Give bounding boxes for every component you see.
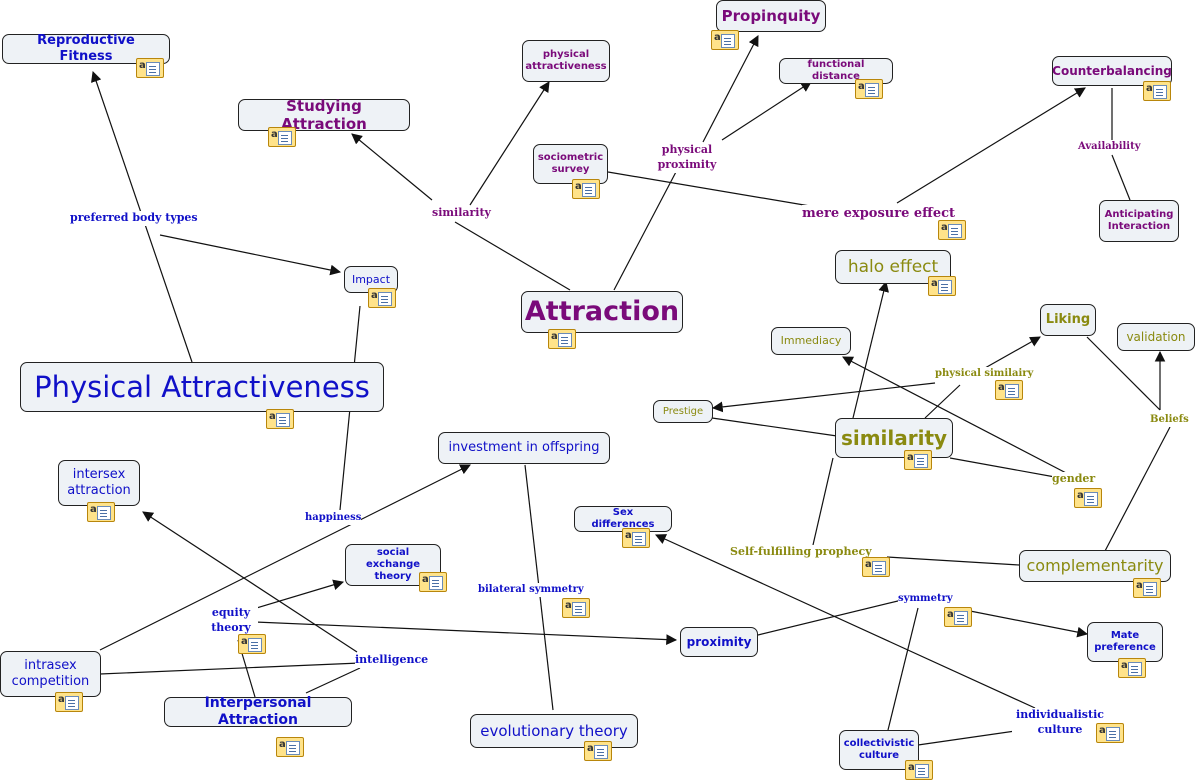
label-gender: gender xyxy=(1052,472,1096,487)
note-icon[interactable]: a xyxy=(1118,658,1146,678)
label-individualistic-culture: individualistic culture xyxy=(1012,708,1108,738)
note-icon[interactable]: a xyxy=(928,276,956,296)
note-icon[interactable]: a xyxy=(584,741,612,761)
node-investment-in-offspring[interactable]: investment in offspring xyxy=(438,432,610,464)
note-icon[interactable]: a xyxy=(938,220,966,240)
label-symmetry: symmetry xyxy=(898,592,953,606)
note-icon[interactable]: a xyxy=(904,450,932,470)
node-proximity[interactable]: proximity xyxy=(680,627,758,657)
note-icon[interactable]: a xyxy=(136,58,164,78)
node-validation[interactable]: validation xyxy=(1117,323,1195,351)
note-icon[interactable]: a xyxy=(1133,578,1161,598)
note-icon[interactable]: a xyxy=(562,598,590,618)
node-collectivistic-culture[interactable]: collectivistic culture xyxy=(839,730,919,770)
label-physical-proximity: physical proximity xyxy=(656,143,718,173)
node-physical-attractiveness[interactable]: Physical Attractiveness xyxy=(20,362,384,412)
note-icon[interactable]: a xyxy=(266,409,294,429)
note-icon[interactable]: a xyxy=(268,127,296,147)
node-attraction[interactable]: Attraction xyxy=(521,291,683,333)
node-functional-distance[interactable]: functional distance xyxy=(779,58,893,84)
label-availability: Availability xyxy=(1078,140,1141,154)
node-immediacy[interactable]: Immediacy xyxy=(771,327,851,355)
label-happiness: happiness xyxy=(305,511,362,525)
node-sociometric-survey[interactable]: sociometric survey xyxy=(533,144,608,184)
note-icon[interactable]: a xyxy=(855,79,883,99)
node-intrasex-competition[interactable]: intrasex competition xyxy=(0,651,101,697)
label-physical-similarity: physical similairy xyxy=(935,367,1034,381)
node-intersex-attraction[interactable]: intersex attraction xyxy=(58,460,140,506)
note-icon[interactable]: a xyxy=(572,179,600,199)
label-mere-exposure-effect: mere exposure effect xyxy=(802,205,956,223)
note-icon[interactable]: a xyxy=(1096,723,1124,743)
note-icon[interactable]: a xyxy=(548,329,576,349)
label-equity-theory: equity theory xyxy=(204,606,258,636)
node-anticipating-interaction[interactable]: Anticipating Interaction xyxy=(1099,200,1179,242)
node-complementarity[interactable]: complementarity xyxy=(1019,550,1171,582)
node-similarity[interactable]: similarity xyxy=(835,418,953,458)
node-propinquity[interactable]: Propinquity xyxy=(716,0,826,32)
node-evolutionary-theory[interactable]: evolutionary theory xyxy=(470,714,638,748)
node-studying-attraction[interactable]: Studying Attraction xyxy=(238,97,410,133)
label-preferred-body-types: preferred body types xyxy=(70,211,198,226)
note-icon[interactable]: a xyxy=(276,737,304,757)
node-mate-preference[interactable]: Mate preference xyxy=(1087,622,1163,662)
note-icon[interactable]: a xyxy=(238,634,266,654)
note-icon[interactable]: a xyxy=(1143,81,1171,101)
note-icon[interactable]: a xyxy=(995,380,1023,400)
node-interpersonal-attraction[interactable]: Interpersonal Attraction xyxy=(164,695,352,728)
node-physical-attractiveness-small[interactable]: physical attractiveness xyxy=(522,40,610,82)
note-icon[interactable]: a xyxy=(944,607,972,627)
label-bilateral-symmetry: bilateral symmetry xyxy=(478,583,584,597)
note-icon[interactable]: a xyxy=(55,692,83,712)
label-similarity: similarity xyxy=(432,206,491,221)
node-liking[interactable]: Liking xyxy=(1040,304,1096,336)
node-prestige[interactable]: Prestige xyxy=(653,400,713,423)
label-intelligence: intelligence xyxy=(355,653,429,668)
label-self-fulfilling-prophecy: Self-fulfilling prophecy xyxy=(730,545,872,560)
note-icon[interactable]: a xyxy=(87,502,115,522)
note-icon[interactable]: a xyxy=(711,30,739,50)
label-beliefs: Beliefs xyxy=(1150,413,1189,427)
note-icon[interactable]: a xyxy=(1074,488,1102,508)
note-icon[interactable]: a xyxy=(622,528,650,548)
note-icon[interactable]: a xyxy=(368,288,396,308)
note-icon[interactable]: a xyxy=(419,572,447,592)
note-icon[interactable]: a xyxy=(905,760,933,780)
note-icon[interactable]: a xyxy=(862,557,890,577)
